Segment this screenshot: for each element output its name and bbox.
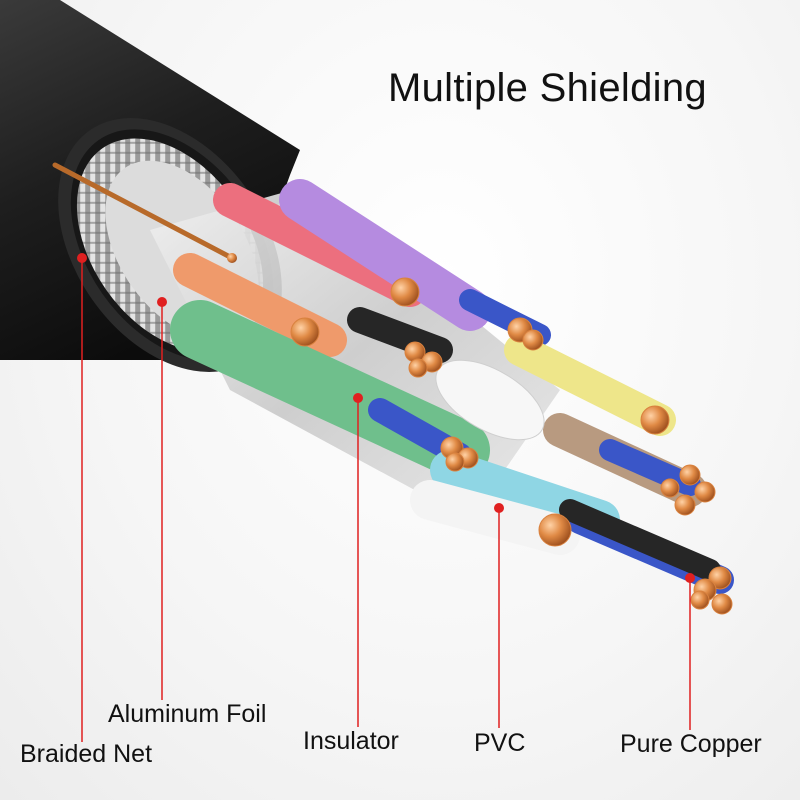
copper-conductor-end xyxy=(679,464,701,486)
copper-conductor-end xyxy=(538,513,572,547)
label-insulator: Insulator xyxy=(303,727,399,755)
marker-dot-aluminum-foil xyxy=(157,297,167,307)
copper-conductor-end xyxy=(711,593,733,615)
copper-conductor-end xyxy=(445,452,465,472)
drain-wire xyxy=(52,162,237,263)
marker-dots xyxy=(77,253,695,583)
wire-black-2 xyxy=(559,499,721,581)
wire-white xyxy=(410,480,580,555)
wire-black-1 xyxy=(347,307,453,363)
wire-blue-3 xyxy=(599,439,701,496)
label-braided-net: Braided Net xyxy=(20,740,153,768)
diagram-title: Multiple Shielding xyxy=(388,66,707,110)
label-pure-copper: Pure Copper xyxy=(620,730,762,758)
wire-yellow xyxy=(504,334,676,436)
copper-conductor-end xyxy=(522,329,544,351)
copper-conductor-end xyxy=(290,317,320,347)
copper-conductor-end xyxy=(708,566,732,590)
marker-dot-pure-copper xyxy=(685,573,695,583)
copper-conductor-end xyxy=(408,358,428,378)
label-pvc: PVC xyxy=(474,729,526,757)
copper-conductor-end xyxy=(390,277,420,307)
wire-purple xyxy=(279,179,491,331)
marker-dot-pvc xyxy=(494,503,504,513)
copper-conductor-end xyxy=(640,405,670,435)
marker-dot-braided-net xyxy=(77,253,87,263)
label-aluminum-foil: Aluminum Foil xyxy=(108,700,267,728)
copper-conductor-end xyxy=(660,478,680,498)
copper-conductor-end xyxy=(694,481,716,503)
pointer-lines xyxy=(81,258,691,742)
wire-bundle xyxy=(170,179,734,615)
marker-dot-insulator xyxy=(353,393,363,403)
copper-conductor-end xyxy=(674,494,696,516)
copper-conductor-end xyxy=(690,590,710,610)
